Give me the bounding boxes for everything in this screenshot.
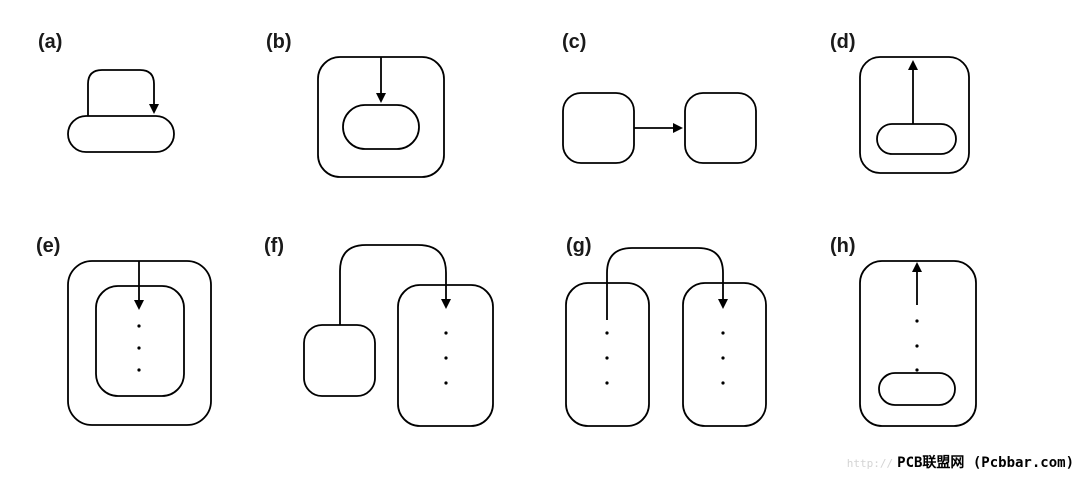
panel-h-ellipsis-dot bbox=[915, 368, 919, 372]
panel-b: (b) bbox=[266, 31, 445, 178]
panel-g-ellipsis-dot bbox=[721, 381, 725, 385]
panel-h-outer-state bbox=[859, 260, 977, 427]
panel-g-target-state bbox=[682, 282, 767, 427]
panel-f-ellipsis-dot bbox=[444, 381, 448, 385]
panel-a-label: (a) bbox=[38, 31, 62, 53]
watermark-faint-prefix: http:// bbox=[846, 457, 894, 470]
panel-h-inner-state bbox=[878, 372, 956, 406]
panel-g-ellipsis-dot bbox=[721, 356, 725, 360]
panel-f-ellipsis-dot bbox=[444, 331, 448, 335]
panel-e: (e) bbox=[36, 235, 212, 426]
panel-a-state bbox=[67, 115, 175, 153]
watermark-text: PCB联盟网 (Pcbbar.com) bbox=[897, 455, 1074, 471]
panel-g-ellipsis-dot bbox=[721, 331, 725, 335]
panel-c-label: (c) bbox=[562, 31, 586, 53]
panel-b-label: (b) bbox=[266, 31, 292, 53]
panel-c-source-state bbox=[562, 92, 635, 164]
panel-f: (f) bbox=[264, 235, 494, 427]
panel-h-label: (h) bbox=[830, 235, 856, 257]
panel-d-outer-state bbox=[859, 56, 970, 174]
panel-c: (c) bbox=[562, 31, 757, 164]
panel-d-inner-state bbox=[876, 123, 957, 155]
panel-d-label: (d) bbox=[830, 31, 856, 53]
panel-h-ellipsis-dot bbox=[915, 344, 919, 348]
panel-g-ellipsis-dot bbox=[605, 356, 609, 360]
panel-g: (g) bbox=[565, 235, 767, 427]
panel-g-ellipsis-dot bbox=[605, 331, 609, 335]
panel-e-ellipsis-dot bbox=[137, 346, 141, 350]
panel-g-label: (g) bbox=[566, 235, 592, 257]
panel-f-source-state bbox=[303, 324, 376, 397]
panel-e-inner-state bbox=[95, 285, 185, 397]
panel-c-target-state bbox=[684, 92, 757, 164]
panel-f-label: (f) bbox=[264, 235, 284, 257]
panel-a-self-loop-arrow bbox=[87, 69, 159, 116]
panel-b-inner-state bbox=[342, 104, 420, 150]
watermark: http://PCB联盟网 (Pcbbar.com) bbox=[847, 452, 1074, 472]
panel-f-transition-arrow bbox=[339, 244, 451, 325]
panel-e-ellipsis-dot bbox=[137, 324, 141, 328]
panel-e-ellipsis-dot bbox=[137, 368, 141, 372]
panel-g-transition-arrow bbox=[606, 247, 728, 320]
panel-g-ellipsis-dot bbox=[605, 381, 609, 385]
panel-a: (a) bbox=[38, 31, 175, 153]
panel-h: (h) bbox=[830, 235, 977, 427]
panel-f-ellipsis-dot bbox=[444, 356, 448, 360]
panel-e-label: (e) bbox=[36, 235, 60, 257]
panel-d: (d) bbox=[830, 31, 970, 174]
panel-h-ellipsis-dot bbox=[915, 319, 919, 323]
